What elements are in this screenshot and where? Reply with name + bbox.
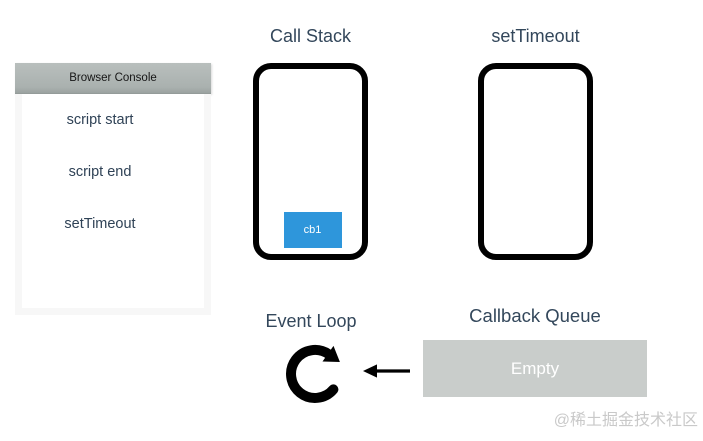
console-log-line: setTimeout xyxy=(64,216,136,232)
left-arrow-icon xyxy=(363,364,410,378)
browser-console-body: script start script end setTimeout xyxy=(15,94,211,315)
call-stack-frame: cb1 xyxy=(283,212,342,248)
event-loop-title: Event Loop xyxy=(265,311,357,331)
watermark: @稀土掘金技术社区 xyxy=(553,412,698,429)
callback-queue-title: Callback Queue xyxy=(469,305,601,326)
settimeout-title: setTimeout xyxy=(491,26,580,46)
call-stack-box: cb1 xyxy=(253,63,368,260)
callback-queue-status: Empty xyxy=(510,358,560,378)
console-log-line: script start xyxy=(66,112,134,128)
console-log-line: script end xyxy=(68,164,132,180)
event-loop-icon xyxy=(286,344,340,403)
settimeout-box xyxy=(478,63,593,260)
call-stack-title: Call Stack xyxy=(269,26,352,46)
callback-queue-box: Empty xyxy=(423,340,647,397)
browser-console-panel: Browser Console script start script end … xyxy=(15,63,211,315)
browser-console-title: Browser Console xyxy=(69,72,157,84)
browser-console-header: Browser Console xyxy=(15,63,211,94)
